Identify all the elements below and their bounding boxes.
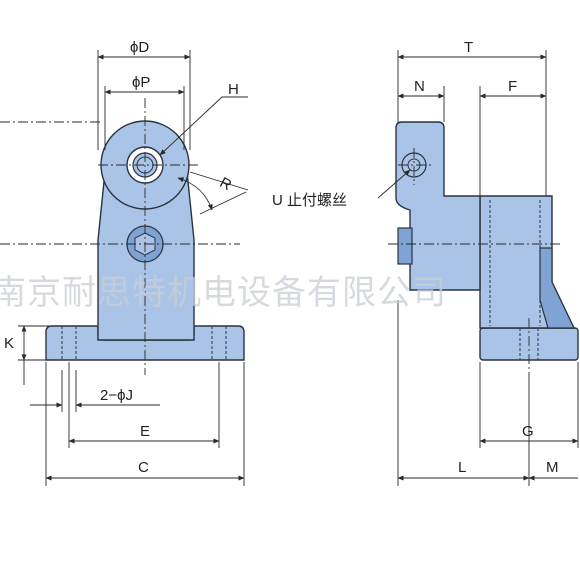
dim-k: K xyxy=(4,325,50,385)
label-e: E xyxy=(140,423,150,440)
dim-phi-d: ϕD xyxy=(97,39,191,150)
dim-n: N xyxy=(397,78,445,122)
dim-h: H xyxy=(159,81,248,156)
u-callout: U 止付螺丝 xyxy=(272,169,411,209)
dim-t: T xyxy=(397,39,547,196)
label-c: C xyxy=(138,459,149,476)
label-phi-d: ϕD xyxy=(130,39,149,56)
dim-f: F xyxy=(479,78,547,196)
label-m: M xyxy=(546,459,559,476)
label-l: L xyxy=(458,459,466,476)
dim-c: C xyxy=(45,362,245,486)
side-view xyxy=(388,121,579,372)
dim-l-m: L M xyxy=(397,300,578,486)
side-arm xyxy=(395,121,481,291)
dim-phi-p: ϕP xyxy=(104,74,185,150)
label-g: G xyxy=(522,423,534,440)
dim-2-phi-j: 2−ϕJ xyxy=(30,370,160,412)
label-t: T xyxy=(464,39,473,56)
side-support-shade xyxy=(539,247,575,329)
side-set-screw xyxy=(397,227,413,265)
label-phi-p: ϕP xyxy=(132,74,150,91)
label-n: N xyxy=(414,78,425,95)
label-2-phi-j: 2−ϕJ xyxy=(100,387,133,404)
watermark-text: 南京耐思特机电设备有限公司 xyxy=(0,273,447,313)
label-f: F xyxy=(508,78,517,95)
front-view xyxy=(0,98,245,375)
label-u-set-screw: U 止付螺丝 xyxy=(272,192,347,209)
label-h: H xyxy=(228,81,239,98)
label-k: K xyxy=(4,335,14,352)
label-r: R xyxy=(217,174,235,194)
dim-e: E xyxy=(68,362,220,448)
